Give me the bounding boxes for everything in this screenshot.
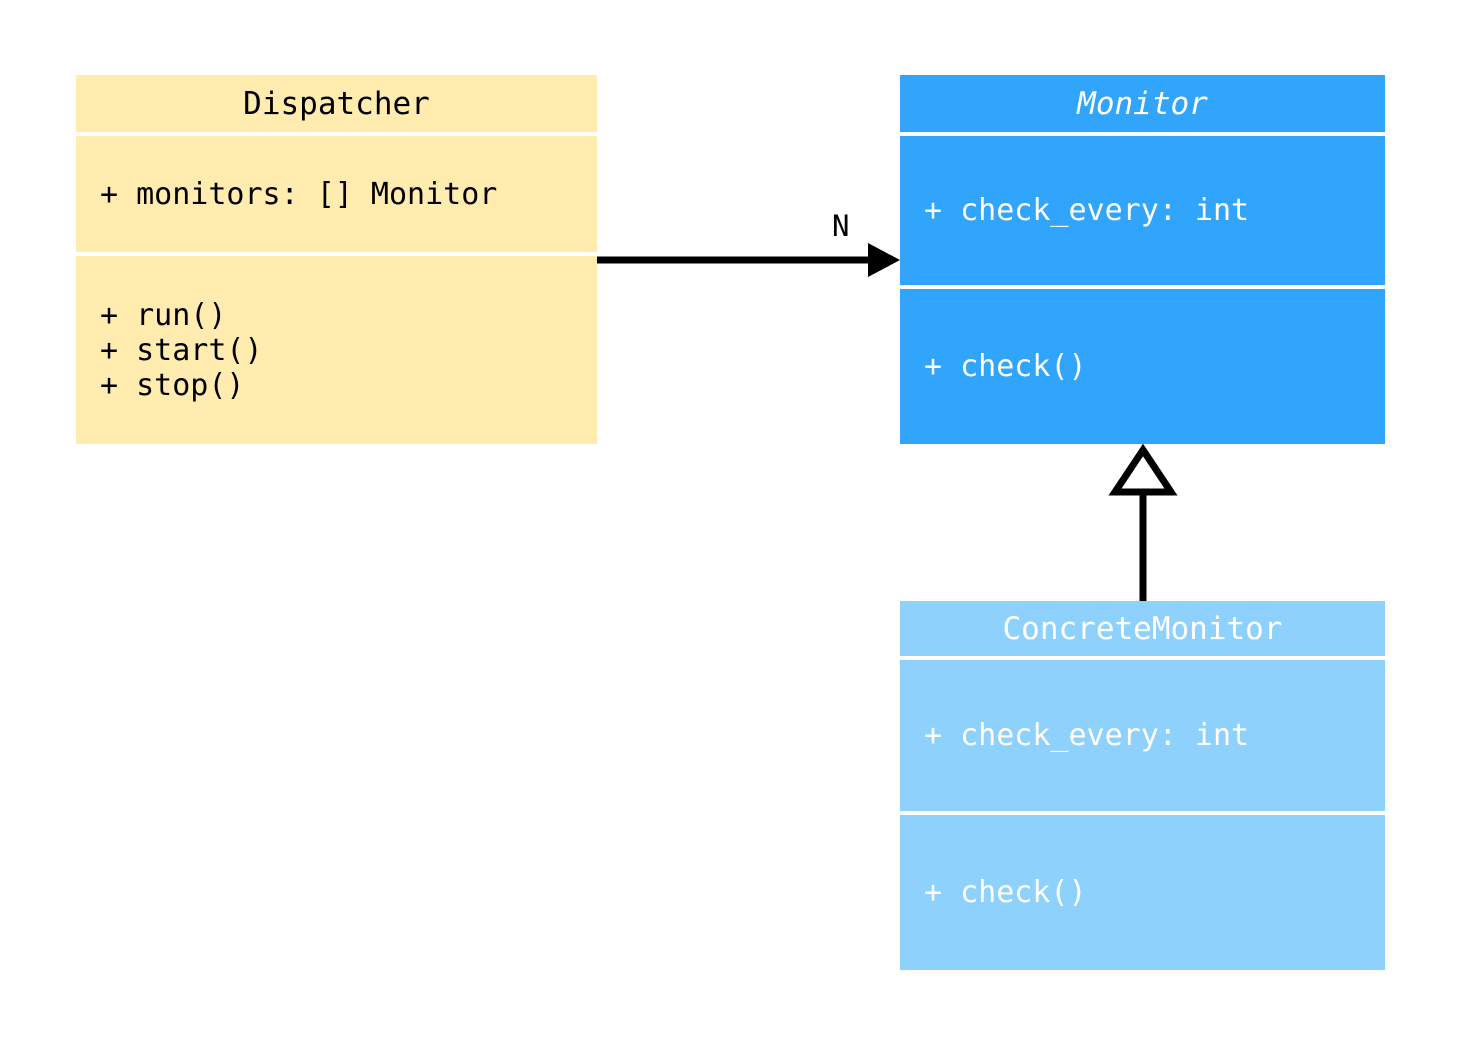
class-methods-monitor: + check(): [900, 289, 1385, 444]
method-list-concrete-monitor: + check(): [924, 875, 1385, 910]
class-name-dispatcher: Dispatcher: [243, 85, 430, 122]
association-multiplicity-label: N: [832, 209, 850, 243]
class-title-bar-concrete-monitor: ConcreteMonitor: [900, 601, 1385, 656]
uml-class-concrete-monitor[interactable]: ConcreteMonitor + check_every: int + che…: [900, 601, 1385, 970]
class-name-monitor: Monitor: [1077, 85, 1208, 122]
method-list-monitor: + check(): [924, 349, 1385, 384]
uml-class-dispatcher[interactable]: Dispatcher + monitors: [] Monitor + run(…: [76, 75, 597, 444]
association-dispatcher-to-monitor: [597, 243, 900, 277]
attribute-list-dispatcher: + monitors: [] Monitor: [100, 177, 597, 212]
class-attributes-monitor: + check_every: int: [900, 136, 1385, 285]
method-item: + run(): [100, 297, 227, 333]
class-title-bar-dispatcher: Dispatcher: [76, 75, 597, 132]
attribute-list-concrete-monitor: + check_every: int: [924, 718, 1385, 753]
method-item: + start(): [100, 332, 263, 368]
generalization-concrete-monitor-to-monitor: [1108, 443, 1178, 601]
attribute-item: + monitors: [] Monitor: [100, 176, 498, 212]
method-item: + check(): [924, 875, 1087, 910]
class-name-concrete-monitor: ConcreteMonitor: [1002, 610, 1283, 647]
generalization-hollow-triangle-icon: [1108, 443, 1178, 496]
attribute-item: + check_every: int: [924, 718, 1250, 753]
class-methods-concrete-monitor: + check(): [900, 815, 1385, 970]
attribute-item: + check_every: int: [924, 193, 1250, 228]
association-arrowhead-icon: [868, 243, 900, 277]
class-attributes-dispatcher: + monitors: [] Monitor: [76, 136, 597, 252]
class-attributes-concrete-monitor: + check_every: int: [900, 660, 1385, 811]
class-methods-dispatcher: + run() + start() + stop(): [76, 256, 597, 444]
method-item: + stop(): [100, 367, 245, 403]
class-title-bar-monitor: Monitor: [900, 75, 1385, 132]
method-item: + check(): [924, 349, 1087, 384]
uml-class-monitor[interactable]: Monitor + check_every: int + check(): [900, 75, 1385, 444]
attribute-list-monitor: + check_every: int: [924, 193, 1385, 228]
method-list-dispatcher: + run() + start() + stop(): [100, 298, 597, 403]
